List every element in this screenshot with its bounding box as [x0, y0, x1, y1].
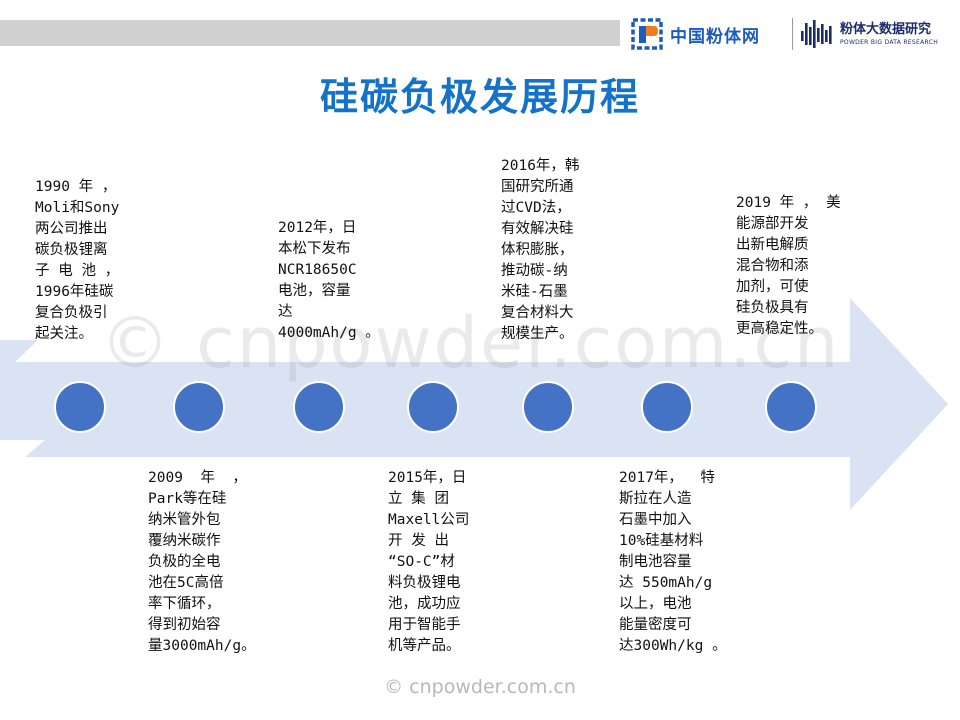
event-2015: 2015年，日 立 集 团 Maxell公司 开 发 出 “SO-C”材 料负极… — [388, 470, 470, 654]
timeline-dot-2016 — [522, 381, 574, 433]
timeline-dot-2012 — [293, 381, 345, 433]
cn-powder-logo-icon — [630, 17, 666, 51]
big-data-logo-subtitle: POWDER BIG DATA RESEARCH — [840, 38, 939, 46]
timeline-dot-2019 — [765, 381, 817, 433]
page-title: 硅碳负极发展历程 — [319, 75, 640, 119]
cn-powder-logo: 中国粉体网 — [630, 14, 760, 54]
header-bar — [0, 20, 620, 46]
event-2012: 2012年，日 本松下发布 NCR18650C 电池，容量 达 4000mAh/… — [278, 220, 380, 341]
event-1990: 1990 年 ， Moli和Sony 两公司推出 碳负极锂离 子 电 池 ， 1… — [35, 179, 120, 342]
event-2017: 2017年， 特 斯拉在人造 石墨中加入 10%硅基材料 制电池容量 达 550… — [619, 470, 727, 654]
bar-chart-logo-icon — [801, 20, 832, 48]
timeline-dot-2017 — [641, 381, 693, 433]
logo-divider — [792, 18, 793, 50]
timeline-dot-2015 — [407, 381, 459, 433]
watermark: © cnpowder.com.cn — [100, 302, 841, 384]
timeline-dot-2009 — [173, 381, 225, 433]
event-2009: 2009 年 ， Park等在硅 纳米管外包 覆纳米碳作 负极的全电 池在5C高… — [148, 470, 256, 654]
cn-powder-logo-text: 中国粉体网 — [670, 26, 760, 47]
footer-copyright: © cnpowder.com.cn — [384, 676, 576, 698]
event-2016: 2016年，韩 国研究所通 过CVD法， 有效解决硅 体积膨胀， 推动碳-纳 米… — [501, 158, 580, 342]
event-2019: 2019 年 ， 美 能源部开发 出新电解质 混合物和添 加剂，可使 硅负极具有… — [736, 195, 841, 337]
big-data-logo-title: 粉体大数据研究 — [840, 21, 932, 37]
timeline-dot-1990 — [54, 381, 106, 433]
big-data-logo: 粉体大数据研究 POWDER BIG DATA RESEARCH — [800, 14, 938, 54]
